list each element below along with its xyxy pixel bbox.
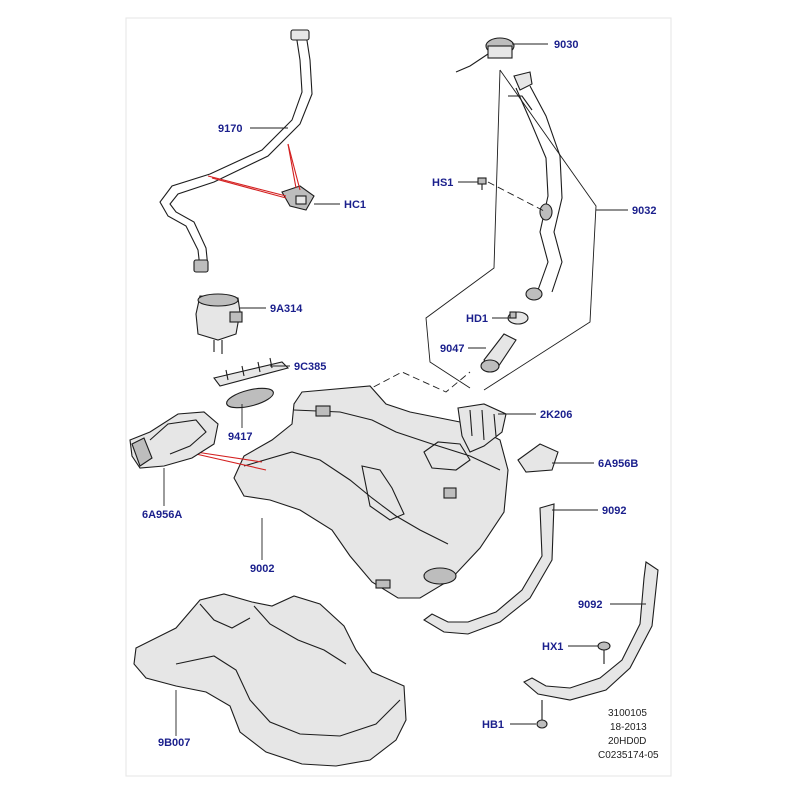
callout-9030: 9030 — [554, 39, 578, 51]
hose-clamp-hd1 — [507, 311, 529, 325]
filler-pipe-outline-frame — [425, 69, 597, 391]
callout-hd1: HD1 — [466, 313, 488, 325]
bracket-2k206 — [457, 403, 507, 453]
screw-hs1 — [477, 177, 487, 190]
callout-9032: 9032 — [632, 205, 656, 217]
reference-line-3: 20HD0D — [608, 736, 646, 747]
callout-6a956a: 6A956A — [142, 509, 182, 521]
callout-9092-rear: 9092 — [578, 599, 602, 611]
reference-line-1: 3100105 — [608, 708, 647, 719]
fuel-pump-module-9a314 — [195, 293, 243, 354]
callout-9c385: 9C385 — [294, 361, 326, 373]
callout-2k206: 2K206 — [540, 409, 572, 421]
tank-strap-9092-rear — [523, 561, 659, 701]
locking-ring-9c385 — [213, 357, 290, 387]
callout-9b007: 9B007 — [158, 737, 190, 749]
filler-to-tank-dashed-link — [363, 371, 471, 393]
reference-block: 3100105 18-2013 20HD0D C0235174-05 — [598, 708, 659, 761]
callout-9a314: 9A314 — [270, 303, 303, 315]
filler-pipe-9032 — [508, 71, 563, 301]
callout-hc1: HC1 — [344, 199, 366, 211]
bolt-hb1 — [536, 700, 548, 729]
filler-cap-9030 — [455, 37, 515, 73]
underbody-shield-9b007 — [133, 593, 407, 767]
heat-shield-6a956a — [129, 411, 219, 469]
callout-9170: 9170 — [218, 123, 242, 135]
callout-9047: 9047 — [440, 343, 464, 355]
filler-hose-9047 — [480, 333, 517, 373]
vapour-hose-9170 — [159, 29, 313, 273]
seal-9417 — [226, 387, 274, 409]
heat-shield-6a956b — [517, 443, 559, 473]
callout-9002: 9002 — [250, 563, 274, 575]
callout-hb1: HB1 — [482, 719, 504, 731]
callout-9417: 9417 — [228, 431, 252, 443]
tank-strap-9092-front — [423, 503, 555, 635]
reference-line-4: C0235174-05 — [598, 750, 659, 761]
callout-hx1: HX1 — [542, 641, 563, 653]
callout-hs1: HS1 — [432, 177, 453, 189]
reference-line-2: 18-2013 — [610, 722, 647, 733]
callout-9092-front: 9092 — [602, 505, 626, 517]
hose-clip-hc1 — [281, 185, 315, 211]
callout-6a956b: 6A956B — [598, 458, 638, 470]
leader-lines — [163, 43, 646, 736]
